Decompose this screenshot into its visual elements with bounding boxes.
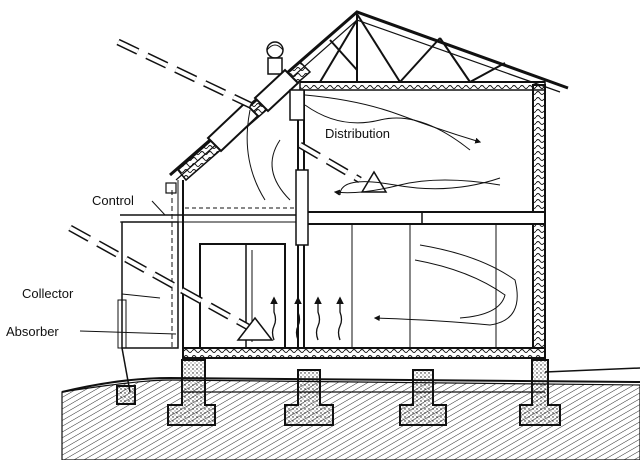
label-control: Control [92,193,134,208]
sun-rays-inner [69,40,362,330]
label-leaders [79,200,177,335]
floor-slab [182,347,546,393]
airflow-lines [246,94,518,326]
ground [61,367,640,460]
absorber-triangle [236,316,274,341]
label-collector: Collector [22,286,74,301]
label-absorber: Absorber [6,324,59,339]
heat-arrows [270,296,344,341]
roof [169,10,569,246]
label-distribution: Distribution [325,126,390,141]
